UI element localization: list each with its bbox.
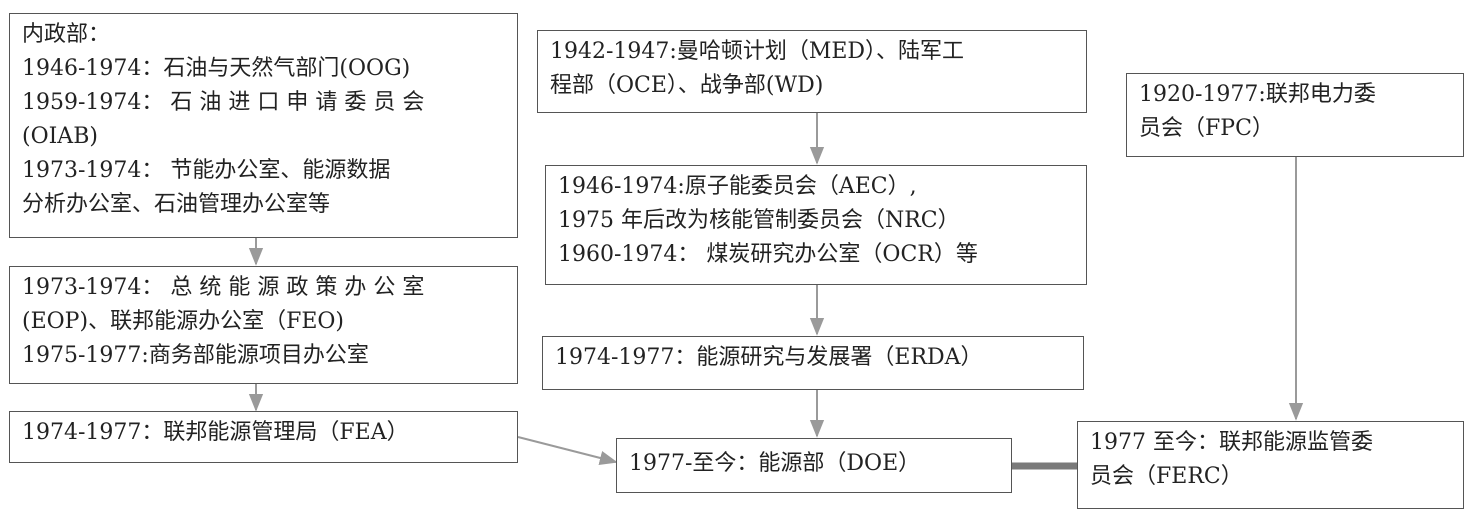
- fpc-box: 1920-1977:联邦电力委 员会（FPC）: [1126, 73, 1464, 157]
- aec-line-3: 1960-1974： 煤炭研究办公室（OCR）等: [558, 242, 978, 267]
- eop-box: 1973-1974： 总 统 能 源 政 策 办 公 室 (EOP)、联邦能源办…: [9, 266, 518, 384]
- fea-box: 1974-1977：联邦能源管理局（FEA）: [9, 411, 518, 463]
- ferc-line-2: 员会（FERC）: [1090, 464, 1243, 489]
- aec-line-1: 1946-1974:原子能委员会（AEC）,: [558, 174, 917, 199]
- doe-line-1: 1977-至今：能源部（DOE）: [629, 451, 921, 476]
- med-line-2: 程部（OCE）、战争部(WD): [550, 73, 824, 98]
- fea-line-1: 1974-1977：联邦能源管理局（FEA）: [22, 420, 409, 445]
- eop-line-3: 1975-1977:商务部能源项目办公室: [22, 343, 369, 368]
- interior-line-6: 分析办公室、石油管理办公室等: [22, 192, 331, 217]
- interior-line-4: (OIAB): [22, 124, 98, 149]
- doe-box: 1977-至今：能源部（DOE）: [616, 438, 1012, 493]
- med-line-1: 1942-1947:曼哈顿计划（MED）、陆军工: [550, 39, 965, 64]
- fpc-line-1: 1920-1977:联邦电力委: [1139, 82, 1376, 107]
- aec-box: 1946-1974:原子能委员会（AEC）, 1975 年后改为核能管制委员会（…: [545, 165, 1087, 285]
- eop-line-2: (EOP)、联邦能源办公室（FEO): [22, 309, 345, 334]
- med-box: 1942-1947:曼哈顿计划（MED）、陆军工 程部（OCE）、战争部(WD): [537, 30, 1087, 113]
- arrow-fea-to-doe: [517, 436, 618, 465]
- erda-line-1: 1974-1977：能源研究与发展署（ERDA）: [555, 345, 983, 370]
- eop-line-1: 1973-1974： 总 统 能 源 政 策 办 公 室: [22, 275, 425, 300]
- interior-line-3: 1959-1974： 石 油 进 口 申 请 委 员 会: [22, 90, 425, 115]
- interior-line-5: 1973-1974： 节能办公室、能源数据: [22, 158, 391, 183]
- interior-line-1: 内政部：: [22, 22, 111, 47]
- aec-line-2: 1975 年后改为核能管制委员会（NRC）: [558, 208, 960, 233]
- ferc-line-1: 1977 至今：联邦能源监管委: [1090, 430, 1373, 455]
- ferc-box: 1977 至今：联邦能源监管委 员会（FERC）: [1077, 421, 1464, 509]
- interior-ministry-box: 内政部： 1946-1974：石油与天然气部门(OOG) 1959-1974： …: [9, 13, 518, 238]
- erda-box: 1974-1977：能源研究与发展署（ERDA）: [542, 336, 1084, 390]
- interior-line-2: 1946-1974：石油与天然气部门(OOG): [22, 56, 411, 81]
- fpc-line-2: 员会（FPC）: [1139, 116, 1274, 141]
